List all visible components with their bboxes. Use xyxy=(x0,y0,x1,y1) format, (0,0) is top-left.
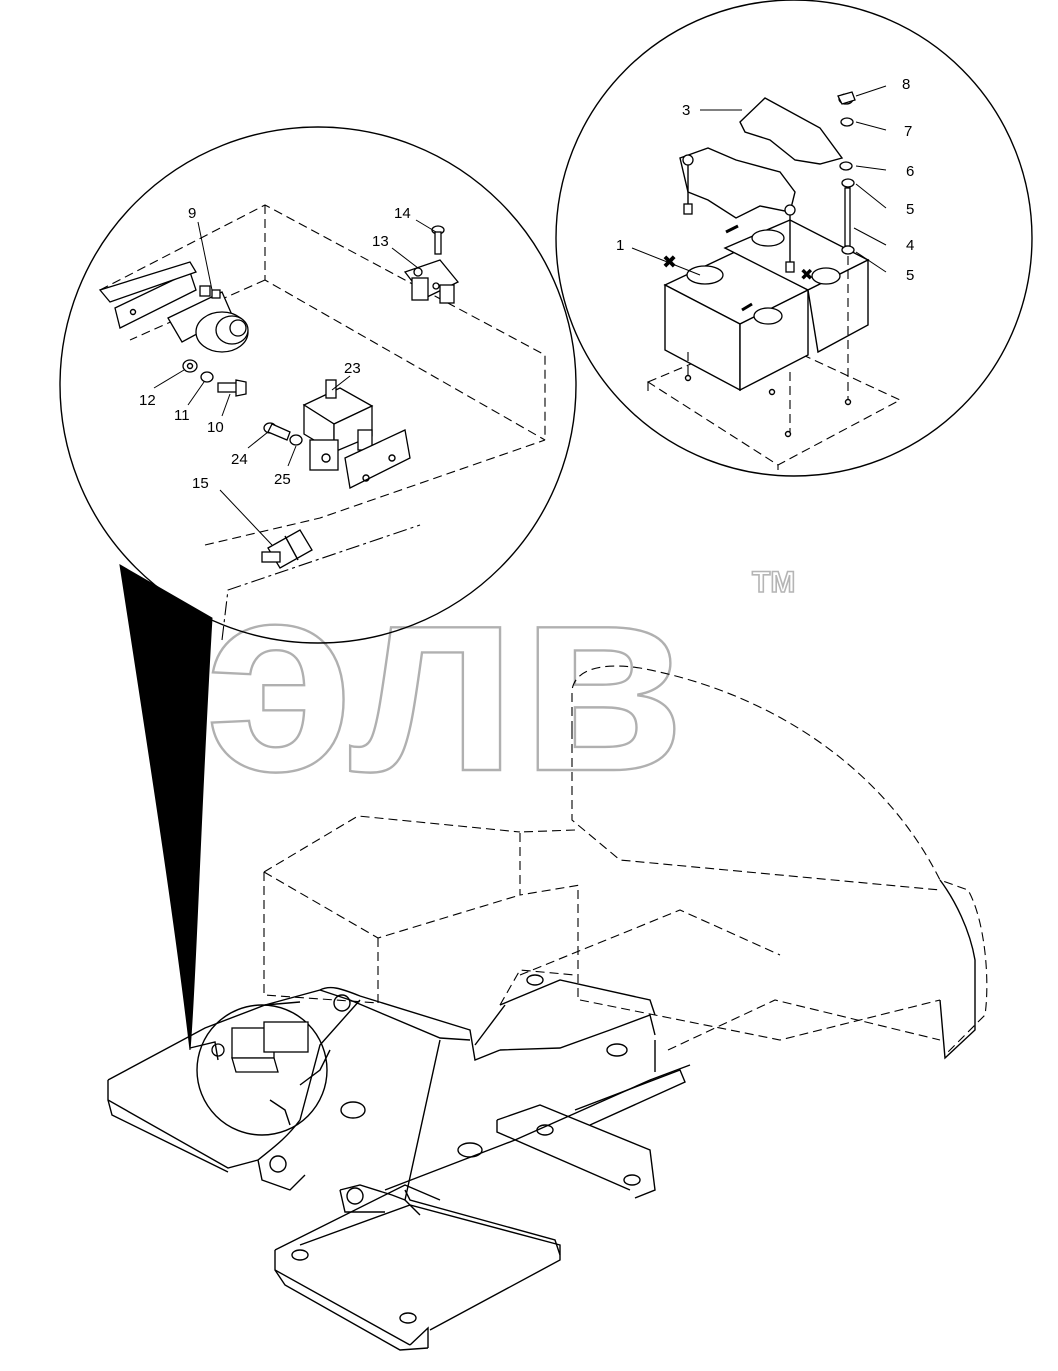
part-12-washer xyxy=(182,359,198,373)
battery-back: ✖ xyxy=(723,219,870,354)
label-part-12: 12 xyxy=(139,392,156,409)
detail-pointer xyxy=(119,564,213,1051)
relay-location-circle xyxy=(196,1004,331,1136)
left-detail-circle: 9 14 13 12 11 10 23 24 25 15 xyxy=(59,126,577,644)
label-part-1: 1 xyxy=(616,237,624,254)
label-part-6: 6 xyxy=(906,163,914,180)
part-11-nut xyxy=(200,371,214,383)
label-part-25: 25 xyxy=(274,471,291,488)
main-frame-assembly xyxy=(107,665,988,1351)
part-5-nut-upper xyxy=(841,178,855,188)
label-part-5-upper: 5 xyxy=(906,201,914,218)
watermark-tm: TM xyxy=(752,566,795,599)
part-25-washer xyxy=(289,434,303,446)
svg-text:✖: ✖ xyxy=(800,265,813,284)
part-10-bolt xyxy=(217,379,247,397)
part-24-screw xyxy=(263,422,291,441)
battery-front: ✖ xyxy=(662,251,810,392)
part-3-retainer xyxy=(739,97,844,165)
label-part-10: 10 xyxy=(207,419,224,436)
watermark: элв TM xyxy=(204,526,796,829)
label-part-9: 9 xyxy=(188,205,196,222)
part-8-wingnut xyxy=(837,91,856,105)
part-15-connector xyxy=(261,529,313,569)
part-23-relay xyxy=(302,379,411,489)
label-part-13: 13 xyxy=(372,233,389,250)
part-9-switch xyxy=(167,285,249,353)
label-part-24: 24 xyxy=(231,451,248,468)
watermark-logo-text: элв xyxy=(205,527,685,828)
right-detail-circle: ✖ ✖ xyxy=(555,0,1033,477)
label-part-5-lower: 5 xyxy=(906,267,914,284)
part-13-bracket xyxy=(403,259,460,304)
label-part-14: 14 xyxy=(394,205,411,222)
part-6-washer xyxy=(839,161,853,171)
label-part-11: 11 xyxy=(174,407,190,424)
label-part-7: 7 xyxy=(904,123,912,140)
label-part-4: 4 xyxy=(906,237,914,254)
label-part-23: 23 xyxy=(344,360,361,377)
part-4-bolt xyxy=(844,187,851,247)
part-7-washer xyxy=(840,117,854,127)
label-part-8: 8 xyxy=(902,76,910,93)
label-part-15: 15 xyxy=(192,475,209,492)
relay-plate xyxy=(98,261,197,329)
label-part-3: 3 xyxy=(682,102,690,119)
part-5-nut-lower xyxy=(841,245,855,255)
